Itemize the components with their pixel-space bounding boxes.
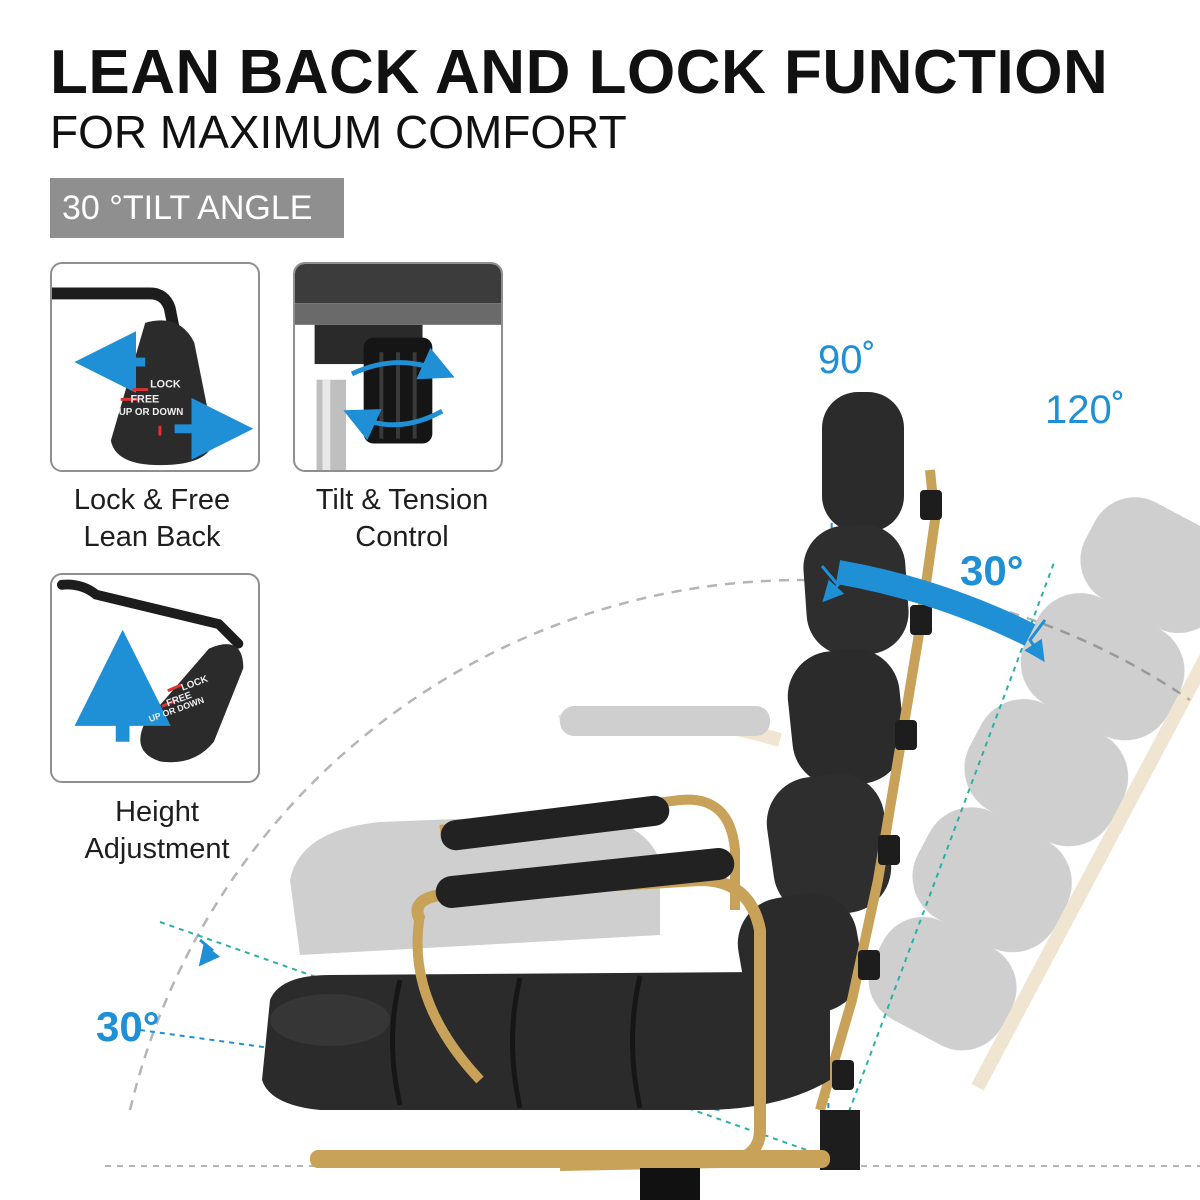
- chair-base: [310, 1110, 860, 1200]
- back-tilt-angle-label: 30°: [960, 547, 1024, 594]
- feature-caption-tilt-tension: Tilt & Tension Control: [315, 484, 489, 553]
- feature-caption-lock-free: Lock & Free Lean Back: [73, 484, 231, 553]
- recline-arc: [128, 578, 1191, 1111]
- feature-panel-lock-free: LOCK FREE UP OR DOWN: [50, 262, 260, 472]
- lever-free-text: FREE: [130, 393, 159, 405]
- backrest: [737, 392, 942, 1112]
- seat-tilt-angle-label: 30°: [96, 1003, 160, 1050]
- lever-lock-text: LOCK: [150, 379, 181, 391]
- feature-caption-height: Height Adjustment: [84, 796, 230, 865]
- headline: LEAN BACK AND LOCK FUNCTION: [50, 38, 1109, 107]
- seat-cushion: [262, 972, 830, 1110]
- tilt-angle-badge: 30 °TILT ANGLE: [50, 178, 344, 238]
- armrest-frame: [411, 794, 766, 1171]
- lever-handle-icon: LOCK FREE UP OR DOWN: [52, 287, 254, 466]
- tension-knob-icon: [295, 264, 501, 470]
- upright-angle-label: 90˚: [818, 338, 876, 382]
- reclined-chair-ghost: [290, 497, 1200, 1091]
- feature-panel-tilt-tension: [293, 262, 503, 472]
- lever-updown-text: UP OR DOWN: [119, 407, 184, 418]
- reclined-angle-label: 120˚: [1045, 388, 1126, 432]
- feature-panel-height: LOCK FREE UP OR DOWN: [50, 573, 260, 783]
- subheadline: FOR MAXIMUM COMFORT: [50, 106, 627, 158]
- height-lever-icon: LOCK FREE UP OR DOWN: [56, 579, 244, 763]
- back-tilt-arrow: [835, 560, 1036, 646]
